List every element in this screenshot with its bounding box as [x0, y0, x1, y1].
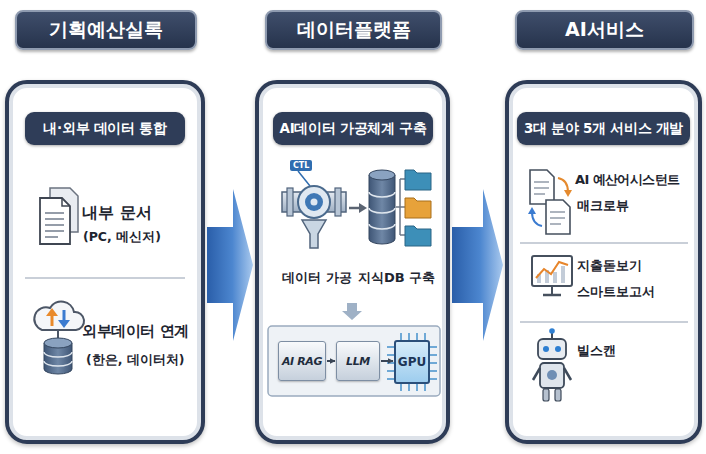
monitor-chart-icon: [532, 256, 572, 295]
chip-pins: [387, 333, 437, 391]
column-panel: 데이터플랫폼 AI데이터 가공체계 구축 AI RAG LLM GPU: [255, 8, 450, 444]
stack-label: AI RAG: [282, 355, 322, 368]
column-panel: 기획예산실록내·외부 데이터 통합: [5, 8, 205, 444]
connector-line: [381, 360, 393, 362]
section-title: AI데이터 가공체계 구축: [280, 120, 427, 138]
section-pill: 3대 분야 5개 서비스 개발: [517, 112, 690, 145]
step-label: 지식DB 구축: [358, 270, 435, 286]
section-title: 내·외부 데이터 통합: [43, 120, 166, 138]
section-pill: 내·외부 데이터 통합: [25, 112, 185, 145]
column-panel: AI서비스 3대 분야 5개 서비스 개발: [505, 8, 702, 444]
connector-arrow: [327, 361, 335, 362]
section-pill: AI데이터 가공체계 구축: [273, 112, 433, 145]
flow-arrow: [452, 189, 503, 341]
gpu-chip: GPU: [394, 340, 430, 384]
item-note: (한은, 데이터처): [86, 352, 185, 367]
robot-icon: [533, 328, 571, 401]
column-heading: AI서비스: [515, 10, 694, 50]
service-name: 스마트보고서: [577, 284, 655, 300]
flow-arrow: [207, 189, 253, 341]
separator-line: [25, 277, 185, 279]
stack-label: LLM: [346, 355, 370, 368]
folder-icons: [396, 170, 431, 246]
down-arrow: [342, 303, 362, 320]
stack-container: [268, 326, 440, 396]
stack-box: AI RAG: [278, 341, 326, 381]
database-icon: [369, 170, 395, 244]
column-heading: 데이터플랫폼: [265, 10, 442, 50]
connector-arrow: [381, 361, 393, 362]
item-title: 외부데이터 연계: [82, 323, 189, 340]
section-title: 3대 분야 5개 서비스 개발: [524, 120, 683, 138]
cloud-database-icon: [34, 302, 84, 374]
separator-line: [520, 321, 688, 323]
item-note: (PC, 메신저): [83, 229, 161, 244]
document-icon: [40, 188, 78, 244]
connector-line: [327, 360, 335, 362]
document-cycle-icon: [528, 170, 572, 234]
flow-arrow-shape: [452, 189, 503, 341]
flow-arrow-shape: [207, 189, 253, 341]
service-name: 지출돋보기: [577, 258, 642, 274]
item-title: 내부 문서: [82, 203, 152, 222]
service-name: AI 예산어시스턴트: [575, 172, 679, 188]
step-label: 데이터 가공: [282, 270, 352, 286]
small-arrow: [349, 203, 367, 213]
service-name: 매크로뷰: [577, 198, 629, 214]
gpu-label: GPU: [398, 355, 426, 369]
service-name: 빌스캔: [577, 343, 616, 359]
processing-pipe-icon: [282, 171, 346, 248]
icon-tag: CTL: [290, 160, 312, 171]
column-heading: 기획예산실록: [15, 10, 197, 50]
separator-line: [520, 242, 688, 244]
stack-box: LLM: [336, 341, 380, 381]
